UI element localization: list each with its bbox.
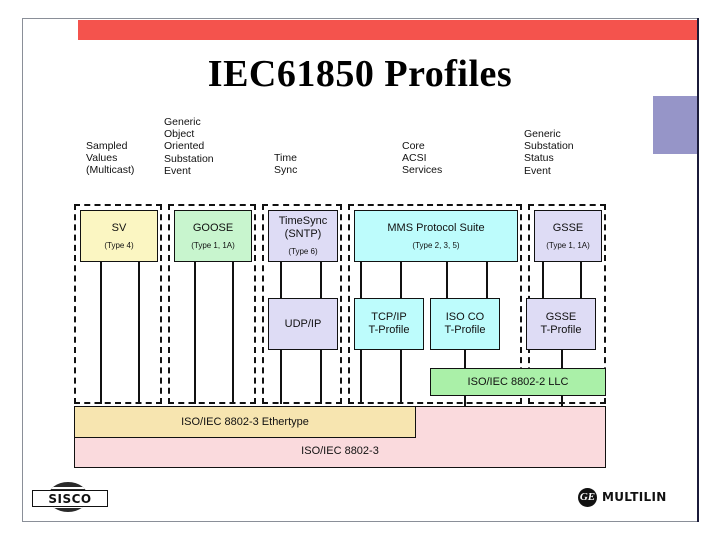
box-timesync-type: (Type 6) bbox=[288, 247, 318, 256]
sisco-wordmark: SISCO bbox=[32, 490, 108, 507]
connector-sv-left bbox=[100, 262, 102, 404]
box-goose-label: GOOSE bbox=[192, 221, 234, 234]
connector-llc-eth-left bbox=[464, 396, 466, 406]
connector-sv-right bbox=[138, 262, 140, 404]
box-mms-type: (Type 2, 3, 5) bbox=[412, 240, 460, 250]
column-header-sampled-values: Sampled Values (Multicast) bbox=[86, 140, 135, 177]
box-udp-ip[interactable]: UDP/IP bbox=[268, 298, 338, 350]
connector-udpip-right bbox=[320, 350, 322, 404]
box-llc-label: ISO/IEC 8802-2 LLC bbox=[467, 376, 569, 388]
box-gsse-label: GSSE bbox=[552, 221, 584, 234]
column-header-goose: Generic Object Oriented Substation Event bbox=[164, 116, 214, 177]
purple-accent-block bbox=[653, 96, 697, 154]
box-sv-type: (Type 4) bbox=[104, 240, 134, 250]
box-mms-label: MMS Protocol Suite bbox=[387, 221, 485, 234]
connector-tcpip-right bbox=[400, 350, 402, 404]
box-timesync[interactable]: TimeSync (SNTP) (Type 6) bbox=[268, 210, 338, 262]
box-iso-co-label: ISO CO T-Profile bbox=[444, 311, 486, 336]
box-gsse-type: (Type 1, 1A) bbox=[546, 240, 590, 250]
connector-gsse-left bbox=[542, 262, 544, 298]
box-iso-iec-8802-3-ethertype[interactable]: ISO/IEC 8802-3 Ethertype bbox=[74, 406, 416, 438]
connector-isoco-llc bbox=[464, 350, 466, 368]
box-gsse-t-profile[interactable]: GSSE T-Profile bbox=[526, 298, 596, 350]
iec61850-profile-diagram: Sampled Values (Multicast) Generic Objec… bbox=[64, 112, 614, 472]
box-iso-co-t-profile[interactable]: ISO CO T-Profile bbox=[430, 298, 500, 350]
dashed-column-goose bbox=[168, 204, 256, 404]
page-title: IEC61850 Profiles bbox=[207, 53, 513, 95]
box-gsse[interactable]: GSSE (Type 1, 1A) bbox=[534, 210, 602, 262]
red-banner bbox=[78, 20, 698, 40]
connector-gsse-right bbox=[580, 262, 582, 298]
connector-timesync-left bbox=[280, 262, 282, 298]
sisco-logo: SISCO bbox=[32, 482, 108, 512]
box-iso-iec-8802-2-llc[interactable]: ISO/IEC 8802-2 LLC bbox=[430, 368, 606, 396]
box-ethertype-label: ISO/IEC 8802-3 Ethertype bbox=[181, 416, 309, 428]
box-goose-type: (Type 1, 1A) bbox=[191, 240, 235, 250]
connector-timesync-right bbox=[320, 262, 322, 298]
box-sv[interactable]: SV (Type 4) bbox=[80, 210, 158, 262]
column-header-core-acsi: Core ACSI Services bbox=[402, 140, 443, 177]
connector-mms-tcp-right bbox=[400, 262, 402, 298]
box-udp-ip-label: UDP/IP bbox=[284, 317, 322, 330]
box-ethernet-label: ISO/IEC 8802-3 bbox=[301, 445, 379, 457]
right-edge-rule bbox=[697, 18, 699, 522]
connector-mms-tcp-left bbox=[360, 262, 362, 298]
connector-mms-isoco-left bbox=[446, 262, 448, 298]
connector-goose-right bbox=[232, 262, 234, 404]
box-gsse-t-profile-label: GSSE T-Profile bbox=[540, 311, 582, 336]
multilin-wordmark: MULTILIN bbox=[602, 490, 667, 504]
connector-goose-left bbox=[194, 262, 196, 404]
dashed-column-core-acsi bbox=[348, 204, 522, 404]
box-tcp-ip-label: TCP/IP T-Profile bbox=[368, 311, 410, 336]
connector-gssetp-llc bbox=[561, 350, 563, 368]
box-sv-label: SV bbox=[111, 221, 127, 234]
ge-multilin-logo: GE MULTILIN bbox=[578, 486, 698, 508]
connector-udpip-left bbox=[280, 350, 282, 404]
dashed-column-sampled-values bbox=[74, 204, 162, 404]
ge-monogram-icon: GE bbox=[578, 487, 597, 507]
connector-tcpip-left bbox=[360, 350, 362, 404]
box-mms-protocol-suite[interactable]: MMS Protocol Suite (Type 2, 3, 5) bbox=[354, 210, 518, 262]
connector-mms-isoco-right bbox=[486, 262, 488, 298]
box-timesync-label: TimeSync (SNTP) bbox=[278, 215, 328, 240]
connector-llc-eth-right bbox=[561, 396, 563, 406]
dashed-column-time-sync bbox=[262, 204, 342, 404]
column-header-time-sync: Time Sync bbox=[274, 152, 298, 177]
box-goose[interactable]: GOOSE (Type 1, 1A) bbox=[174, 210, 252, 262]
box-tcp-ip-t-profile[interactable]: TCP/IP T-Profile bbox=[354, 298, 424, 350]
column-header-gsse: Generic Substation Status Event bbox=[524, 128, 574, 177]
